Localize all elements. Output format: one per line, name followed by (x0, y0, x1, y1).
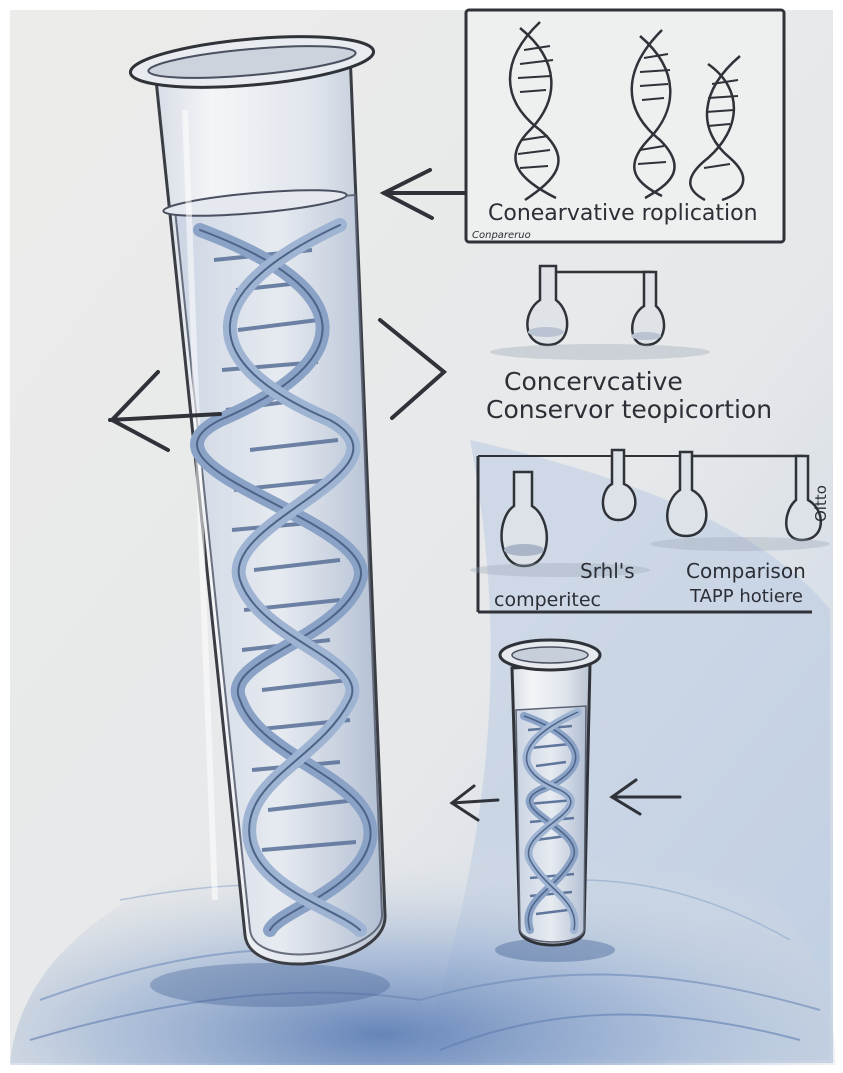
conservative-replication-box: Conearvative roplication Conpareruo (466, 10, 784, 242)
label-comperitec: comperitec (494, 589, 601, 611)
top-box-title: Conearvative roplication (488, 201, 758, 226)
label-srhls: Srhl's (580, 559, 635, 583)
label-tapp-hotiere: TAPP hotiere (689, 586, 803, 607)
label-comparison: Comparison (686, 559, 806, 583)
middle-label-line1: Concervcative (504, 367, 683, 396)
label-oitto: Oitto (812, 485, 830, 522)
flask-shadow (490, 344, 710, 360)
top-box-sublabel: Conpareruo (472, 230, 531, 241)
middle-label-line2: Conservor teopicortion (486, 395, 772, 424)
